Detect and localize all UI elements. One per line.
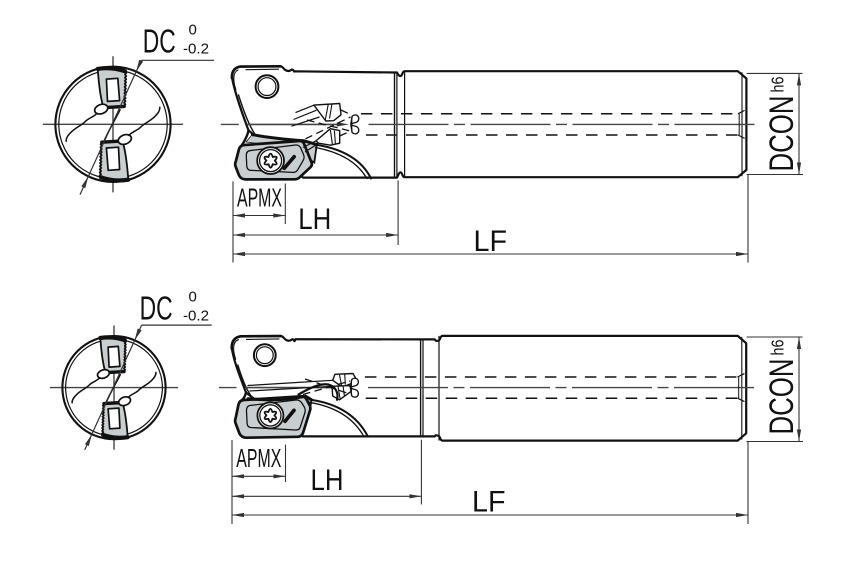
svg-text:0: 0 xyxy=(189,22,197,39)
svg-text:DC: DC xyxy=(140,290,173,327)
svg-text:0: 0 xyxy=(189,288,197,305)
svg-text:LH: LH xyxy=(311,464,344,497)
svg-text:APMX: APMX xyxy=(236,445,281,473)
svg-text:LF: LF xyxy=(474,225,508,258)
svg-text:DCON: DCON xyxy=(763,359,801,435)
svg-text:-0.2: -0.2 xyxy=(183,41,209,58)
svg-text:LF: LF xyxy=(472,486,506,519)
svg-text:DC: DC xyxy=(143,24,176,61)
svg-text:h6: h6 xyxy=(768,340,788,356)
svg-text:h6: h6 xyxy=(768,77,788,93)
svg-text:LH: LH xyxy=(298,203,331,236)
svg-text:-0.2: -0.2 xyxy=(183,307,209,324)
svg-text:DCON: DCON xyxy=(763,96,801,172)
svg-text:APMX: APMX xyxy=(237,184,282,212)
